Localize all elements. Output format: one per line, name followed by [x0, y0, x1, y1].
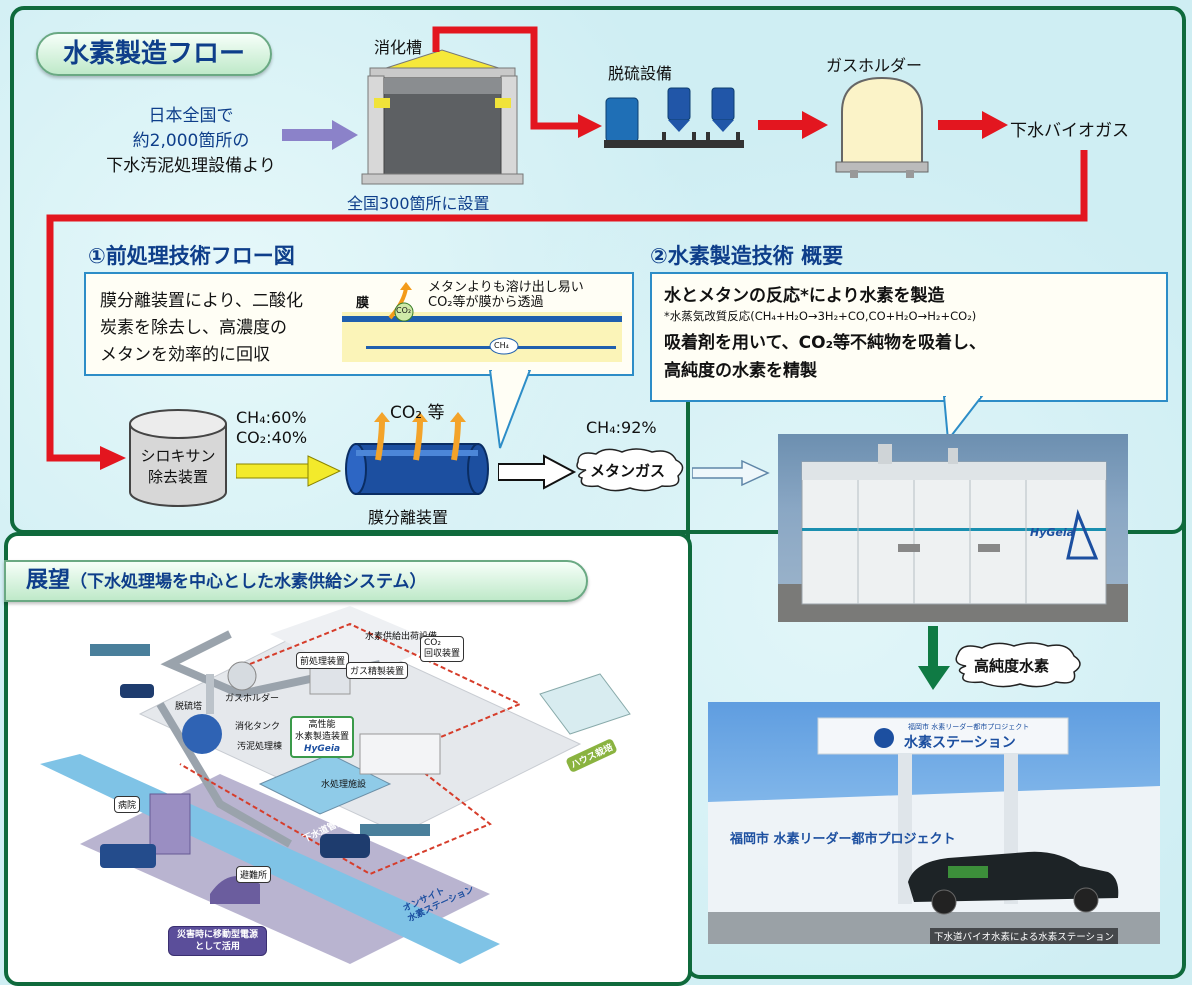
production-line1: 水とメタンの反応*により水素を製造 — [664, 286, 945, 306]
production-text: 水とメタンの反応*により水素を製造 *水蒸気改質反応(CH₄+H₂O→3H₂+C… — [664, 284, 986, 384]
desulfurizer-label: 脱硫設備 — [608, 64, 673, 83]
label-co2-1: CO₂ — [424, 638, 441, 648]
label-disaster: 災害時に移動型電源 として活用 — [168, 926, 268, 956]
label-disaster-1: 災害時に移動型電源 — [177, 930, 259, 940]
label-co2-2: 回収装置 — [424, 649, 461, 659]
label-co2: CO₂ 回収装置 — [420, 636, 465, 662]
label-disaster-2: として活用 — [195, 942, 240, 952]
pretreat-line1: 膜分離装置により、二酸化 — [100, 291, 303, 311]
membrane-diagram — [342, 282, 622, 362]
outlook-isometric-map — [40, 606, 631, 964]
biogas-to-pretreatment-pipe — [46, 150, 1088, 470]
production-balloon — [650, 272, 1168, 402]
membrane-note: メタンよりも溶け出し易い CO₂等が膜から透過 — [428, 280, 584, 310]
siloxane-line1: シロキサン — [140, 447, 216, 465]
label-digester: 消化タンク — [235, 722, 281, 732]
production-line2: *水蒸気改質反応(CH₄+H₂O→3H₂+CO,CO+H₂O→H₂+CO₂) — [664, 309, 977, 323]
outlook-title: 展望（下水処理場を中心とした水素供給システム） — [4, 560, 588, 602]
label-shipping: 水素供給出荷設備 — [365, 632, 438, 642]
siloxane-label: シロキサン 除去装置 — [134, 446, 222, 488]
production-line4: 高純度の水素を精製 — [664, 361, 817, 381]
methane-gas-label: メタンガス — [590, 462, 666, 480]
production-line3: 吸着剤を用いて、CO₂等不純物を吸着し、 — [664, 333, 987, 353]
production-balloon-tail — [942, 396, 984, 442]
membrane-co2-bubble: CO₂ — [396, 306, 412, 315]
hydrogen-device-photo: HyGeia — [778, 434, 1128, 622]
digester-tank-icon — [361, 49, 524, 185]
device-brand: HyGeia — [1030, 526, 1075, 539]
membrane-label: 膜 — [356, 296, 370, 311]
source-text: 日本全国で 約2,000箇所の 下水汚泥処理設備より — [66, 104, 316, 179]
to-methane-arrow — [498, 454, 577, 490]
outlook-title-sub: （下水処理場を中心とした水素供給システム） — [70, 572, 427, 592]
co2-40: CO₂:40% — [236, 428, 308, 447]
pretreatment-heading: ①前処理技術フロー図 — [88, 244, 295, 268]
source-line3: 下水汚泥処理設備より — [106, 156, 276, 176]
biogas-label: 下水バイオガス — [1010, 121, 1129, 141]
desulfurizer-icon — [604, 87, 744, 148]
feed-composition: CH₄:60% CO₂:40% — [236, 408, 307, 448]
station-caption: 下水道バイオ水素による水素ステーション — [930, 928, 1119, 944]
membrane-note1: メタンよりも溶け出し易い — [428, 280, 584, 295]
label-pretreat: 前処理装置 — [296, 652, 350, 669]
co2-etc-label: CO₂ 等 — [390, 403, 445, 423]
label-sludge: 汚泥処理棟 — [237, 742, 283, 752]
station-subtitle: 福岡市 水素リーダー都市プロジェクト — [908, 723, 1030, 731]
hydrogen-device-drawing — [778, 444, 1128, 622]
siloxane-unit-icon — [129, 409, 227, 507]
gasholder-label: ガスホルダー — [826, 56, 923, 75]
methane-cloud-icon — [576, 448, 684, 492]
down-green-arrow — [918, 626, 950, 690]
station-wall-text: 福岡市 水素リーダー都市プロジェクト — [730, 832, 956, 847]
label-water-facility: 水処理施設 — [321, 780, 367, 790]
label-gasholder: ガスホルダー — [225, 694, 280, 704]
station-drawing — [708, 717, 1160, 944]
gasholder-icon — [835, 76, 929, 178]
label-desulf-tower: 脱硫塔 — [175, 702, 203, 712]
label-hospital: 病院 — [114, 796, 141, 813]
label-hp-2: 水素製造装置 — [295, 732, 350, 742]
outlook-title-main: 展望 — [26, 568, 71, 593]
biogas-pipe-arrow — [432, 26, 602, 138]
production-heading: ②水素製造技術 概要 — [650, 244, 844, 268]
membrane-ch4-bubble: CH₄ — [494, 341, 509, 350]
membrane-unit-label: 膜分離装置 — [368, 508, 449, 527]
ch4-60: CH₄:60% — [236, 408, 307, 427]
to-hydrogen-device-arrow — [692, 459, 770, 487]
digester-label: 消化槽 — [374, 38, 423, 57]
to-biogas-arrow — [938, 111, 1008, 139]
source-line1: 日本全国で — [148, 106, 234, 126]
label-hp-brand: HyGeia — [303, 744, 341, 754]
membrane-note2: CO₂等が膜から透過 — [428, 295, 544, 310]
to-gasholder-arrow — [758, 111, 828, 139]
hydrogen-station-photo: 福岡市 水素リーダー都市プロジェクト 水素ステーション 福岡市 水素リーダー都市… — [708, 702, 1160, 944]
co2-release-arrows — [374, 412, 466, 461]
digester-caption: 全国300箇所に設置 — [347, 194, 490, 213]
ch4-92-label: CH₄:92% — [586, 418, 657, 437]
high-purity-cloud-icon — [955, 642, 1081, 688]
siloxane-line2: 除去装置 — [147, 468, 208, 486]
hydrogen-flow-title: 水素製造フロー — [36, 32, 272, 76]
label-hp-device: 高性能 水素製造装置 HyGeia — [290, 716, 355, 758]
station-brand: 水素ステーション — [904, 735, 1016, 751]
pretreat-line2: 炭素を除去し、高濃度の — [100, 318, 287, 338]
label-hp-1: 高性能 — [308, 720, 336, 730]
high-purity-label: 高純度水素 — [974, 657, 1050, 675]
label-gas-refine: ガス精製装置 — [346, 662, 409, 679]
source-line2: 約2,000箇所の — [132, 131, 250, 151]
pretreat-line3: メタンを効率的に回収 — [100, 345, 270, 365]
pretreatment-balloon-tail — [488, 370, 532, 449]
source-arrow-icon — [282, 120, 358, 150]
label-shelter: 避難所 — [236, 866, 272, 883]
yellow-feed-arrow — [236, 455, 342, 487]
pretreatment-balloon-text: 膜分離装置により、二酸化 炭素を除去し、高濃度の メタンを効率的に回収 — [100, 288, 303, 369]
